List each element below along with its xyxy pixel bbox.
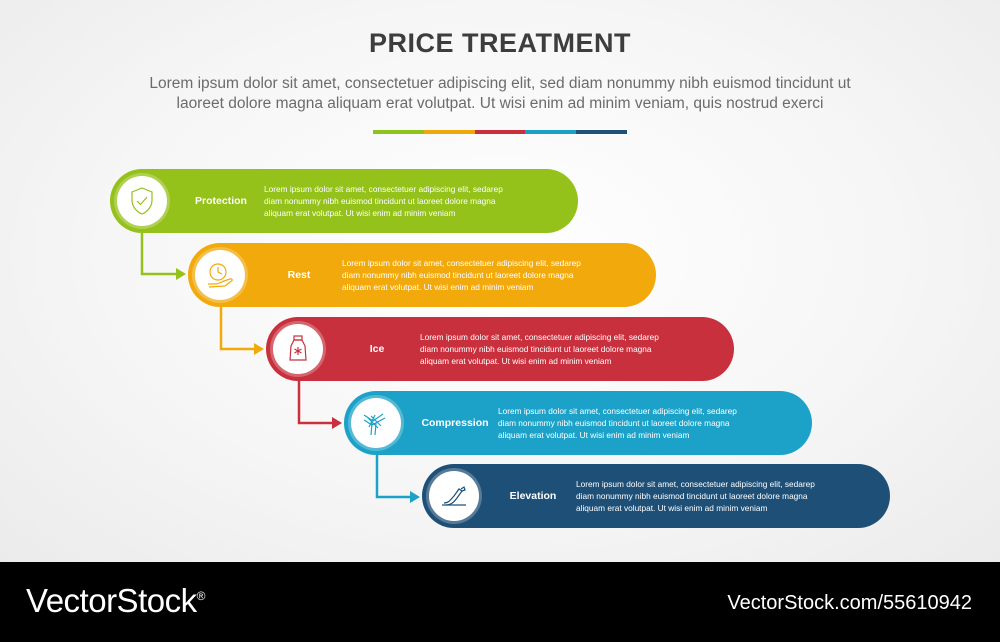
step-ice: Ice Lorem ipsum dolor sit amet, consecte… — [266, 317, 734, 381]
shield-check-icon — [131, 187, 153, 215]
step-description: Lorem ipsum dolor sit amet, consectetuer… — [498, 405, 798, 441]
step-icon-circle — [117, 176, 167, 226]
step-label: Protection — [195, 195, 247, 207]
watermark-footer: VectorStock® VectorStock.com/55610942 — [0, 562, 1000, 642]
infographic-canvas: PRICE TREATMENT Lorem ipsum dolor sit am… — [0, 0, 1000, 562]
step-description: Lorem ipsum dolor sit amet, consectetuer… — [576, 478, 876, 514]
subtitle-line-1: Lorem ipsum dolor sit amet, consectetuer… — [149, 75, 851, 92]
brand-name: VectorStock — [26, 582, 197, 619]
registered-mark: ® — [196, 589, 206, 603]
page-title: PRICE TREATMENT — [369, 28, 631, 58]
color-bar-segment — [423, 130, 475, 134]
step-icon-circle — [429, 471, 479, 521]
desc-line: aliquam erat volutpat. Ut wisi enim ad m… — [264, 208, 456, 218]
desc-line: diam nonummy nibh euismod tincidunt ut l… — [420, 344, 652, 354]
step-icon-circle — [351, 398, 401, 448]
desc-line: aliquam erat volutpat. Ut wisi enim ad m… — [420, 356, 612, 366]
raised-leg-icon — [442, 486, 466, 506]
desc-line: Lorem ipsum dolor sit amet, consectetuer… — [342, 258, 581, 268]
color-bar-segment — [474, 130, 526, 134]
desc-line: aliquam erat volutpat. Ut wisi enim ad m… — [498, 430, 690, 440]
connector-arrows — [140, 230, 420, 503]
desc-line: aliquam erat volutpat. Ut wisi enim ad m… — [342, 282, 534, 292]
step-protection: Protection Lorem ipsum dolor sit amet, c… — [110, 169, 578, 233]
desc-line: aliquam erat volutpat. Ut wisi enim ad m… — [576, 503, 768, 513]
connector-arrow — [140, 230, 410, 499]
color-bar-segment — [525, 130, 577, 134]
subtitle-line-2: laoreet dolore magna aliquam erat volutp… — [176, 95, 824, 112]
step-rest: Rest Lorem ipsum dolor sit amet, consect… — [188, 243, 656, 307]
stock-id: VectorStock.com/55610942 — [727, 592, 972, 614]
step-elevation: Elevation Lorem ipsum dolor sit amet, co… — [422, 464, 890, 528]
color-bar-segment — [576, 130, 627, 134]
step-description: Lorem ipsum dolor sit amet, consectetuer… — [264, 183, 564, 219]
desc-line: Lorem ipsum dolor sit amet, consectetuer… — [264, 184, 503, 194]
desc-line: diam nonummy nibh euismod tincidunt ut l… — [342, 270, 574, 280]
desc-line: diam nonummy nibh euismod tincidunt ut l… — [264, 196, 496, 206]
desc-line: Lorem ipsum dolor sit amet, consectetuer… — [420, 332, 659, 342]
brand-logo: VectorStock® — [26, 582, 205, 620]
arrow-heads — [176, 268, 420, 503]
step-icon-circle — [273, 324, 323, 374]
bandaged-joint-icon — [363, 413, 386, 436]
clock-hand-icon — [208, 263, 233, 288]
step-label: Ice — [369, 343, 385, 355]
step-label: Elevation — [509, 490, 557, 502]
color-bar-segment — [373, 130, 424, 134]
desc-line: diam nonummy nibh euismod tincidunt ut l… — [576, 491, 808, 501]
desc-line: Lorem ipsum dolor sit amet, consectetuer… — [498, 406, 737, 416]
step-compression: Compression Lorem ipsum dolor sit amet, … — [344, 391, 812, 455]
desc-line: diam nonummy nibh euismod tincidunt ut l… — [498, 418, 730, 428]
subtitle: Lorem ipsum dolor sit amet, consectetuer… — [60, 74, 940, 114]
ice-bag-icon — [289, 335, 307, 361]
step-label: Compression — [421, 417, 489, 429]
step-icon-circle — [195, 250, 245, 300]
color-bar — [373, 130, 627, 134]
desc-line: Lorem ipsum dolor sit amet, consectetuer… — [576, 479, 815, 489]
step-description: Lorem ipsum dolor sit amet, consectetuer… — [420, 331, 720, 367]
step-description: Lorem ipsum dolor sit amet, consectetuer… — [342, 257, 642, 293]
step-label: Rest — [287, 269, 311, 281]
